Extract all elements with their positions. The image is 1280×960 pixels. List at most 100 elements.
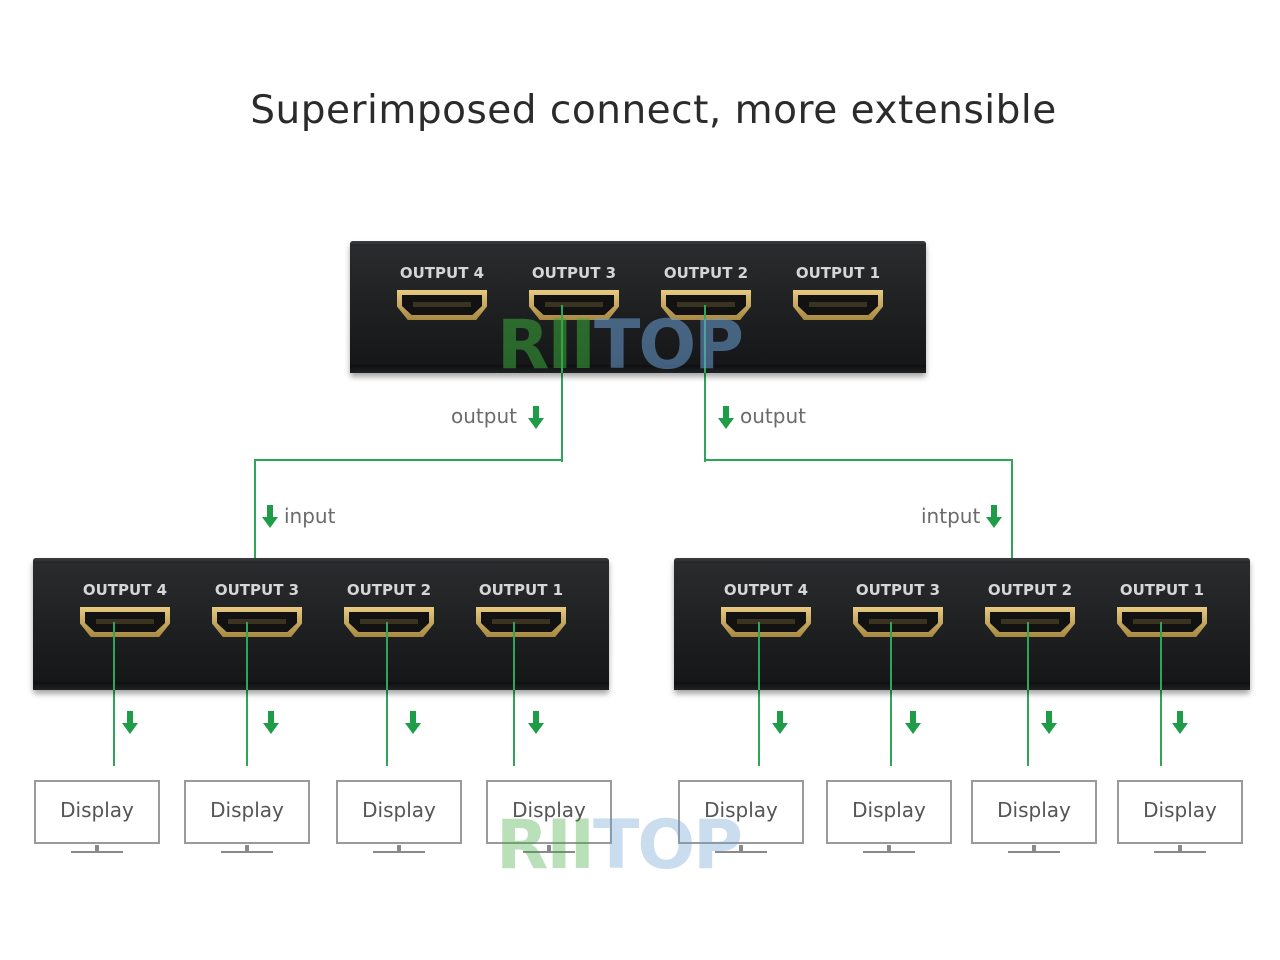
wire-right-input-down	[1011, 459, 1013, 559]
monitor-stand	[221, 845, 273, 853]
port-label: OUTPUT 2	[987, 581, 1073, 599]
wire-top-o2-down	[704, 305, 706, 462]
monitor-icon: Display	[486, 780, 612, 844]
port-label: OUTPUT 1	[795, 264, 881, 282]
display-label: Display	[704, 798, 778, 822]
hdmi-port-icon	[985, 607, 1075, 637]
wire-right-o3	[890, 622, 892, 766]
wire-top-o2-overlay	[704, 305, 706, 373]
top-port-output-4: OUTPUT 4	[383, 264, 501, 320]
monitor-stand	[1008, 845, 1060, 853]
arrow-down-icon	[262, 505, 278, 529]
right-port-output-4: OUTPUT 4	[707, 581, 825, 637]
monitor-icon: Display	[184, 780, 310, 844]
wire-right-o2	[1027, 622, 1029, 766]
port-label: OUTPUT 3	[214, 581, 300, 599]
arrow-down-icon	[718, 406, 734, 430]
wire-left-o4-overlay	[113, 622, 115, 690]
port-label: OUTPUT 3	[531, 264, 617, 282]
monitor-icon: Display	[678, 780, 804, 844]
port-label: OUTPUT 2	[346, 581, 432, 599]
left-port-output-3: OUTPUT 3	[198, 581, 316, 637]
wire-right-o4	[758, 622, 760, 766]
arrow-down-icon	[122, 711, 138, 735]
hdmi-port-icon	[721, 607, 811, 637]
wire-top-o3-overlay	[561, 305, 563, 373]
port-label: OUTPUT 4	[723, 581, 809, 599]
hdmi-port-icon	[529, 290, 619, 320]
monitor-icon: Display	[971, 780, 1097, 844]
display-label: Display	[60, 798, 134, 822]
wire-top-o3-down	[561, 305, 563, 462]
hdmi-port-icon	[476, 607, 566, 637]
right-splitter-base	[674, 682, 1250, 690]
wire-right-o4-overlay	[758, 622, 760, 690]
port-label: OUTPUT 4	[399, 264, 485, 282]
hdmi-port-icon	[661, 290, 751, 320]
top-port-output-3: OUTPUT 3	[515, 264, 633, 320]
wire-left-o3-overlay	[246, 622, 248, 690]
arrow-down-icon	[905, 711, 921, 735]
right-port-output-3: OUTPUT 3	[839, 581, 957, 637]
monitor-icon: Display	[34, 780, 160, 844]
wire-top-right-horizontal	[704, 459, 1013, 461]
monitor-stand	[1154, 845, 1206, 853]
port-label: OUTPUT 2	[663, 264, 749, 282]
wire-right-o3-overlay	[890, 622, 892, 690]
monitor-stand	[523, 845, 575, 853]
flow-label-input-right: intput	[921, 504, 981, 528]
display-label: Display	[852, 798, 926, 822]
monitor-stand	[715, 845, 767, 853]
flow-label-input-left: input	[284, 504, 336, 528]
wire-right-o2-overlay	[1027, 622, 1029, 690]
hdmi-port-icon	[793, 290, 883, 320]
arrow-down-icon	[772, 711, 788, 735]
arrow-down-icon	[263, 711, 279, 735]
display-label: Display	[512, 798, 586, 822]
right-port-output-2: OUTPUT 2	[971, 581, 1089, 637]
wire-right-o1-overlay	[1160, 622, 1162, 690]
arrow-down-icon	[1172, 711, 1188, 735]
wire-left-o3	[246, 622, 248, 766]
display-label: Display	[362, 798, 436, 822]
monitor-icon: Display	[1117, 780, 1243, 844]
arrow-down-icon	[1041, 711, 1057, 735]
port-label: OUTPUT 1	[478, 581, 564, 599]
wire-left-o2	[386, 622, 388, 766]
wire-right-o1	[1160, 622, 1162, 766]
arrow-down-icon	[528, 711, 544, 735]
display-label: Display	[210, 798, 284, 822]
monitor-stand	[71, 845, 123, 853]
flow-label-output-right: output	[740, 404, 806, 428]
monitor-stand	[863, 845, 915, 853]
hdmi-port-icon	[853, 607, 943, 637]
wire-left-o4	[113, 622, 115, 766]
hdmi-port-icon	[397, 290, 487, 320]
top-port-output-2: OUTPUT 2	[647, 264, 765, 320]
hdmi-port-icon	[1117, 607, 1207, 637]
port-label: OUTPUT 3	[855, 581, 941, 599]
flow-label-output-left: output	[451, 404, 517, 428]
right-port-output-1: OUTPUT 1	[1103, 581, 1221, 637]
hdmi-port-icon	[80, 607, 170, 637]
wire-left-o1-overlay	[513, 622, 515, 690]
port-label: OUTPUT 4	[82, 581, 168, 599]
page-title: Superimposed connect, more extensible	[250, 88, 1057, 133]
arrow-down-icon	[528, 406, 544, 430]
wire-top-left-horizontal	[254, 459, 563, 461]
right-splitter: OUTPUT 4 OUTPUT 3 OUTPUT 2 OUTPUT 1	[674, 558, 1250, 690]
wire-left-o2-overlay	[386, 622, 388, 690]
top-port-output-1: OUTPUT 1	[779, 264, 897, 320]
monitor-icon: Display	[826, 780, 952, 844]
left-port-output-4: OUTPUT 4	[66, 581, 184, 637]
hdmi-port-icon	[212, 607, 302, 637]
monitor-stand	[373, 845, 425, 853]
wire-left-input-down	[254, 459, 256, 559]
port-label: OUTPUT 1	[1119, 581, 1205, 599]
display-label: Display	[1143, 798, 1217, 822]
hdmi-port-icon	[344, 607, 434, 637]
monitor-icon: Display	[336, 780, 462, 844]
left-splitter: OUTPUT 4 OUTPUT 3 OUTPUT 2 OUTPUT 1	[33, 558, 609, 690]
arrow-down-icon	[405, 711, 421, 735]
left-port-output-2: OUTPUT 2	[330, 581, 448, 637]
